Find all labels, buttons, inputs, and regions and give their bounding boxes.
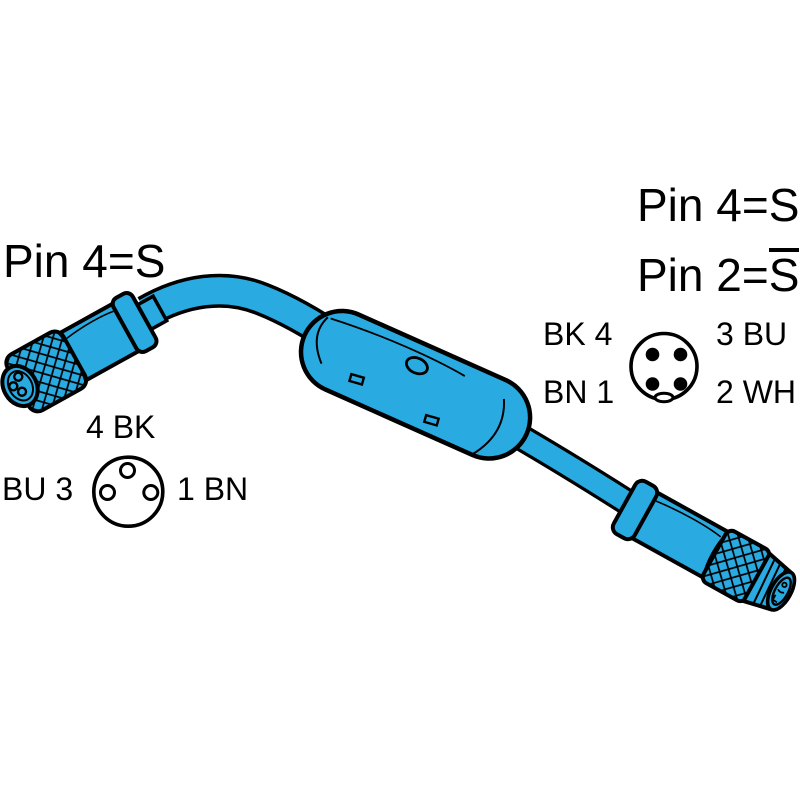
right-connector-signal-label-line1: Pin 4=S: [637, 179, 800, 231]
collar-ring: [110, 290, 159, 354]
body-slot-detail: [347, 372, 366, 386]
inline-body-drawing: [298, 308, 533, 461]
body-window-detail: [405, 356, 429, 376]
body-slot-detail: [422, 413, 441, 427]
right-pinout-label-top-right: 3 BU: [716, 316, 788, 352]
left-pinout-label-right: 1 BN: [177, 471, 249, 507]
right-pinout-label-bottom-left: BN 1: [543, 374, 615, 410]
collar-ring: [610, 478, 660, 542]
left-pinout-label-top: 4 BK: [86, 409, 156, 445]
right-connector-drawing: [610, 478, 797, 612]
signal-label-prefix: Pin 2=: [637, 249, 769, 301]
left-pinout-symbol: [92, 455, 165, 529]
socket-face: [0, 363, 40, 409]
left-connector-signal-label: Pin 4=S: [3, 235, 166, 287]
inverted-signal-s: S: [768, 248, 800, 301]
right-pinout-label-bottom-right: 2 WH: [716, 374, 796, 410]
right-pinout-label-top-left: BK 4: [543, 316, 613, 352]
right-connector-signal-label-line2: Pin 2=S: [637, 248, 800, 301]
left-pinout-label-left: BU 3: [2, 471, 74, 507]
right-pinout-symbol: [629, 331, 699, 404]
left-connector-drawing: [0, 290, 170, 414]
